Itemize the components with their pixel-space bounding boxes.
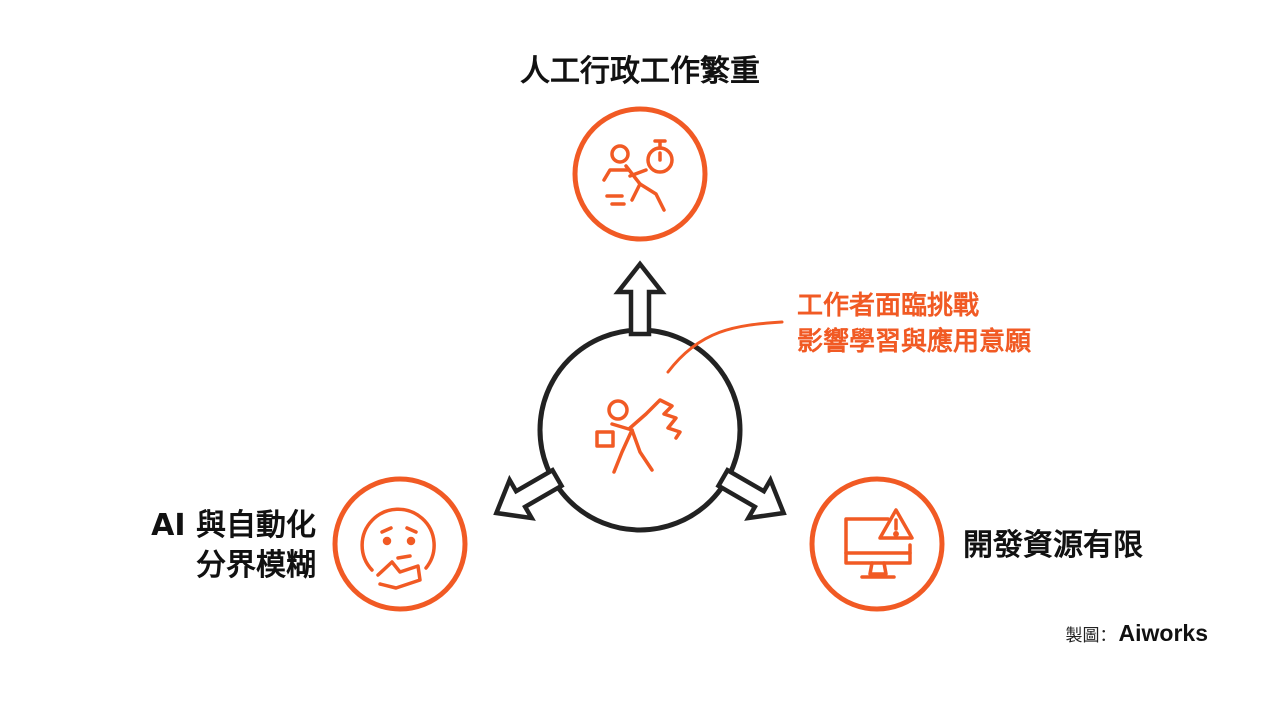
center-node-circle <box>537 327 743 533</box>
credit-prefix: 製圖： <box>1065 626 1117 646</box>
arrow-to-left <box>493 467 565 521</box>
left-node-label: AI 與自動化 分界模糊 <box>151 508 316 583</box>
running-with-stopwatch-icon <box>602 139 674 212</box>
top-node-circle <box>572 106 708 242</box>
center-node-label: 工作者面臨挑戰 影響學習與應用意願 <box>797 291 1032 357</box>
left-node-circle <box>332 476 468 612</box>
person-dodging-icon <box>595 398 682 474</box>
credit-line: 製圖：Aiworks <box>1000 620 1208 647</box>
arrow-to-top <box>613 260 667 337</box>
center-callout-line <box>666 320 784 374</box>
monitor-warning-icon <box>844 508 914 579</box>
top-node-label: 人工行政工作繁重 <box>520 54 760 89</box>
brand-logo: Aiworks <box>1118 620 1208 646</box>
arrow-to-right <box>715 467 787 521</box>
right-node-label: 開發資源有限 <box>963 528 1143 563</box>
thinking-face-icon <box>360 507 436 590</box>
right-node-circle <box>809 476 945 612</box>
